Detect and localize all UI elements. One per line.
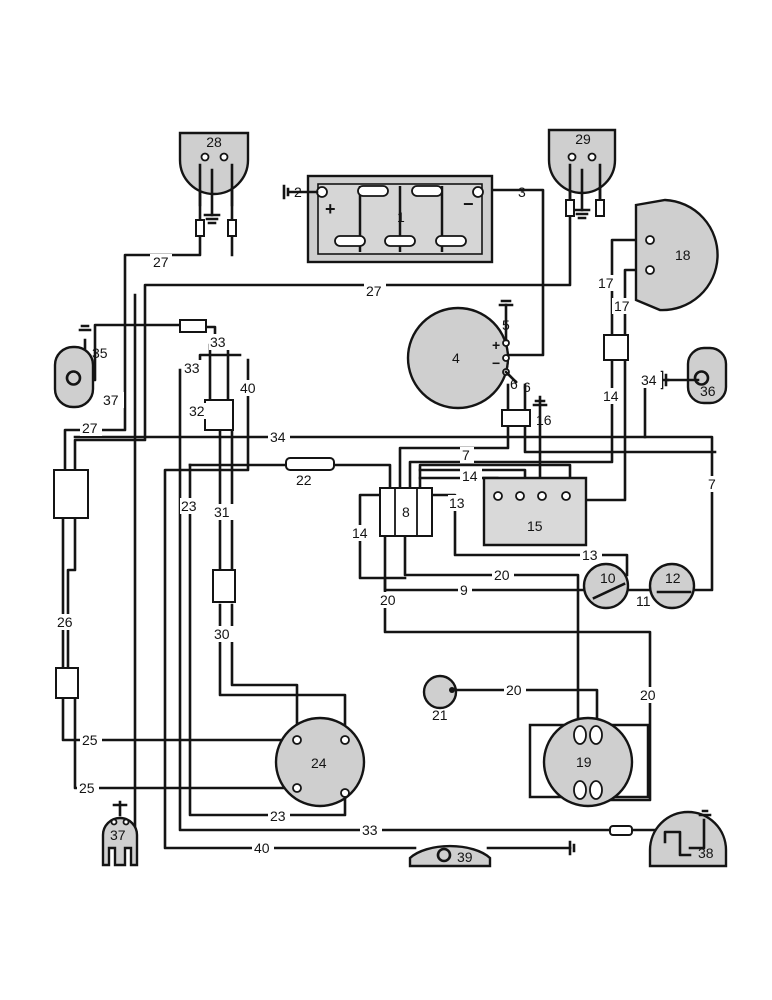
component-label-28: 28 (206, 134, 222, 150)
wire-label-20: 20 (506, 682, 522, 698)
distributor-19: 19 (528, 716, 650, 808)
unit-37: 37 (101, 800, 139, 867)
wire-label-33: 33 (184, 360, 200, 376)
wire-label-17: 17 (614, 298, 630, 314)
relay-8: 8 (379, 487, 433, 537)
label-6b: 6 (523, 379, 531, 395)
battery-plus: + (325, 199, 336, 219)
component-label-4: 4 (452, 350, 460, 366)
wire-label-14: 14 (462, 468, 478, 484)
wire-label-37: 37 (103, 392, 119, 408)
headlamp-29: 29 (547, 128, 617, 220)
label-5: 5 (502, 317, 510, 333)
component-label-36: 36 (700, 383, 716, 399)
unit-24: 24 (274, 716, 366, 808)
wire-label-30: 30 (214, 626, 230, 642)
component-label-12: 12 (665, 570, 681, 586)
wire-label-25: 25 (79, 780, 95, 796)
component-label-19: 19 (576, 754, 592, 770)
wire-label-23: 23 (181, 498, 197, 514)
dynamo-minus: − (492, 355, 500, 371)
wire-label-7: 7 (708, 476, 716, 492)
wire-label-27: 27 (153, 254, 169, 270)
lamp-35: 35 (53, 324, 108, 409)
component-label-18: 18 (675, 247, 691, 263)
label-3: 3 (518, 184, 526, 200)
wire-label-33: 33 (210, 334, 226, 350)
dynamo-4: 4 + − 5 (406, 299, 518, 410)
wire-label-23: 23 (270, 808, 286, 824)
wire-label-33: 33 (362, 822, 378, 838)
battery: 2 + − 1 3 (282, 174, 526, 264)
wire-label-14: 14 (352, 525, 368, 541)
wire-label-25: 25 (82, 732, 98, 748)
wire-label-22: 22 (296, 472, 312, 488)
component-label-15: 15 (527, 518, 543, 534)
wire-label-13: 13 (582, 547, 598, 563)
dynamo-plus: + (492, 337, 500, 353)
unit-18: 18 (634, 198, 719, 312)
headlamp-28: 28 (178, 131, 250, 237)
component-label-10: 10 (600, 570, 616, 586)
switch-10: 10 11 (582, 562, 651, 610)
component-label-35: 35 (92, 345, 108, 361)
wire-label-9: 9 (460, 582, 468, 598)
wire-label-20: 20 (380, 592, 396, 608)
component-label-29: 29 (575, 131, 591, 147)
wire-label-32: 32 (189, 403, 205, 419)
component-label-24: 24 (311, 755, 327, 771)
wire-label-17: 17 (598, 275, 614, 291)
connectors (53, 319, 633, 836)
battery-minus: − (463, 194, 474, 214)
wire-label-20: 20 (494, 567, 510, 583)
lamp-36: 36 (660, 346, 728, 405)
component-label-38: 38 (698, 845, 714, 861)
lamp-39: 39 (408, 840, 576, 868)
label-6a: 6 (510, 376, 518, 392)
wire-label-40: 40 (254, 840, 270, 856)
wire-label-40: 40 (240, 380, 256, 396)
wire-label-14: 14 (603, 388, 619, 404)
component-label-39: 39 (457, 849, 473, 865)
component-label-8: 8 (402, 504, 410, 520)
unit-38: 38 (648, 809, 728, 868)
component-label-21: 21 (432, 707, 448, 723)
label-16: 16 (536, 412, 552, 428)
unit-12: 12 (648, 562, 696, 610)
wire-labels: 27 27 27 33 33 33 40 40 37 32 34 34 22 2… (56, 254, 720, 856)
wire-label-34: 34 (270, 429, 286, 445)
wire-label-13: 13 (449, 495, 465, 511)
unit-21: 21 (422, 674, 458, 723)
wire-label-20: 20 (640, 687, 656, 703)
label-2: 2 (294, 184, 302, 200)
wire-label-7: 7 (462, 447, 470, 463)
wire-label-27: 27 (82, 420, 98, 436)
wire-label-27: 27 (366, 283, 382, 299)
battery-label: 1 (397, 209, 405, 225)
component-label-37: 37 (110, 827, 126, 843)
wire-label-31: 31 (214, 504, 230, 520)
wire-label-26: 26 (57, 614, 73, 630)
control-box-15: 15 (482, 476, 588, 547)
fuse-6: 6 6 16 (501, 376, 552, 428)
label-11: 11 (636, 593, 651, 609)
wire-label-34: 34 (641, 372, 657, 388)
